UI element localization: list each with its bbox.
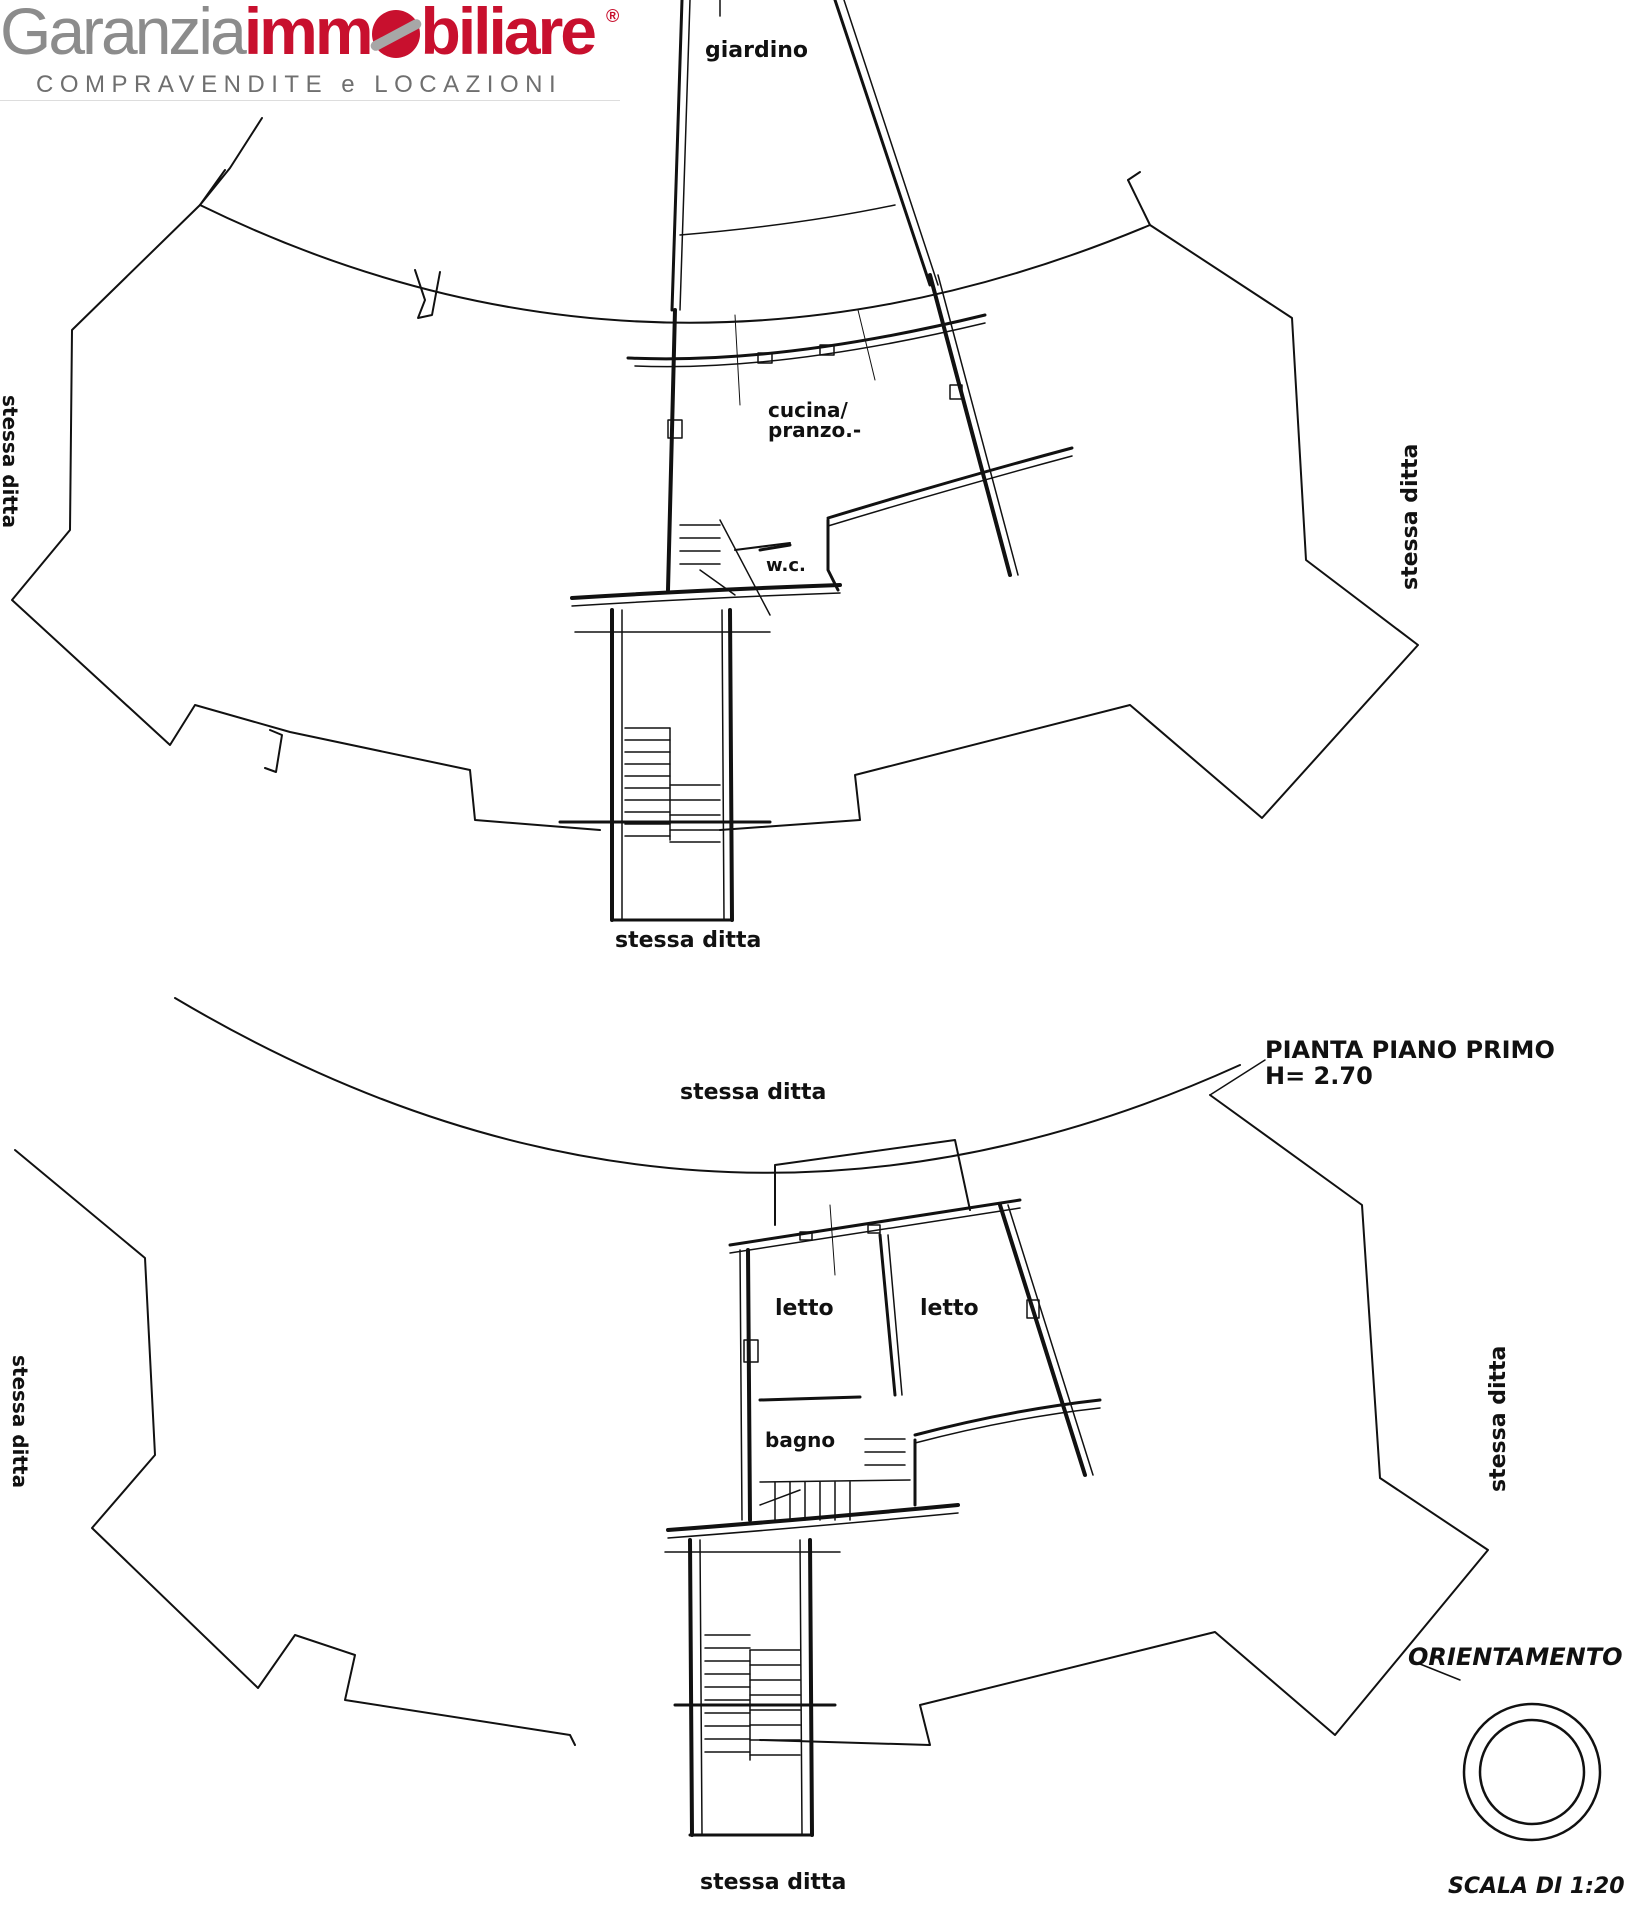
brand-mid: imm xyxy=(243,0,374,68)
ground-bottom-neighbor-label: stessa ditta xyxy=(615,928,762,953)
ground-stairwell xyxy=(558,608,772,922)
orientation-label: ORIENTAMENTO xyxy=(1408,1643,1623,1671)
first-top-neighbor-label: stessa ditta xyxy=(680,1080,827,1105)
first-left-neighbor-label: stessa ditta xyxy=(8,1355,32,1489)
first-floor-rooms xyxy=(666,1139,1102,1539)
first-floor-height: H= 2.70 xyxy=(1265,1062,1373,1090)
kitchen-label-line2: pranzo.- xyxy=(768,418,862,442)
ground-floor-rooms xyxy=(570,273,1074,616)
first-floor-outline xyxy=(14,997,1489,1746)
first-right-neighbor-label: stessa ditta xyxy=(1486,1345,1511,1492)
ground-floor-outline xyxy=(11,117,1419,831)
first-floor-title: PIANTA PIANO PRIMO xyxy=(1265,1036,1555,1064)
kitchen-label-line1: cucina/ xyxy=(768,398,848,422)
first-bottom-neighbor-label: stessa ditta xyxy=(700,1870,847,1895)
brand-tagline: COMPRAVENDITE e LOCAZIONI xyxy=(36,71,563,98)
bedroom-1-label: letto xyxy=(775,1296,834,1321)
bathroom-label: bagno xyxy=(765,1428,836,1452)
garden-wedge xyxy=(670,0,939,312)
ground-left-neighbor-label: stessa ditta xyxy=(0,395,22,529)
wc-label: w.c. xyxy=(766,555,806,576)
orientation-compass-icon xyxy=(1409,1659,1602,1842)
logo-divider xyxy=(0,100,620,101)
registered-mark: ® xyxy=(606,6,620,26)
first-stairwell xyxy=(664,1538,841,1837)
garden-label: giardino xyxy=(705,38,809,63)
ground-right-neighbor-label: stessa ditta xyxy=(1398,443,1423,590)
brand-prefix: Garanzia xyxy=(0,0,247,68)
scale-label: SCALA DI 1:20 xyxy=(1448,1874,1625,1899)
brand-suffix: biliare xyxy=(420,0,597,68)
brand-o-icon xyxy=(368,10,423,58)
bedroom-2-label: letto xyxy=(920,1296,979,1321)
